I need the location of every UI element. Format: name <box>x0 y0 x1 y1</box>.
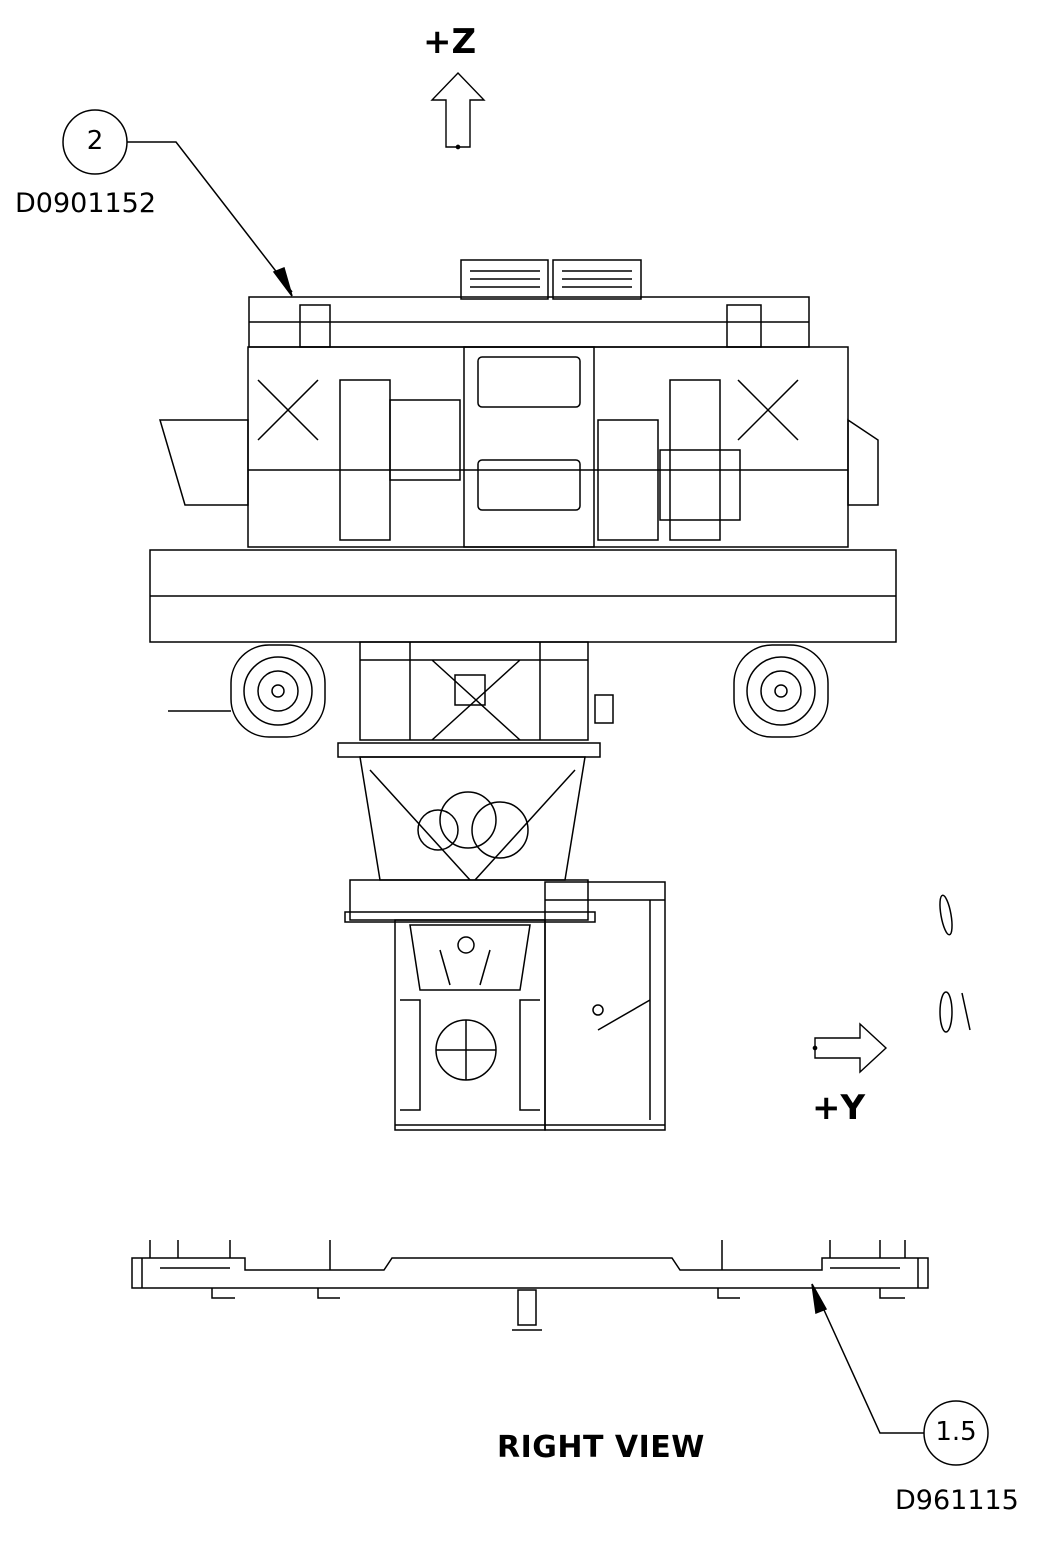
y-axis-label: +Y <box>812 1088 866 1128</box>
balloon-2-doc-number: D0901152 <box>15 188 157 219</box>
y-axis-arrow <box>812 1022 888 1074</box>
base-bar <box>131 1240 929 1331</box>
lower-table <box>344 879 596 923</box>
balloon-1-5-shape <box>811 1283 989 1466</box>
lower-structure <box>394 919 665 1131</box>
view-title: RIGHT VIEW <box>497 1430 705 1465</box>
mid-assembly <box>158 346 879 548</box>
column <box>359 641 614 741</box>
side-ovals <box>939 894 971 1033</box>
z-axis-arrow <box>430 71 486 150</box>
top-blocks <box>460 259 642 300</box>
cross-plate <box>337 742 601 758</box>
suspension <box>359 756 586 881</box>
wheels <box>168 644 829 738</box>
balloon-2-shape <box>62 109 293 297</box>
lower-box <box>544 881 666 1131</box>
lower-plate <box>149 549 897 643</box>
balloon-1-5-item: 1.5 <box>935 1417 977 1447</box>
balloon-1-5-doc-number: D961115 <box>895 1485 1019 1516</box>
balloon-2-item: 2 <box>86 126 104 156</box>
z-axis-label: +Z <box>423 22 477 62</box>
top-plate <box>248 296 810 348</box>
